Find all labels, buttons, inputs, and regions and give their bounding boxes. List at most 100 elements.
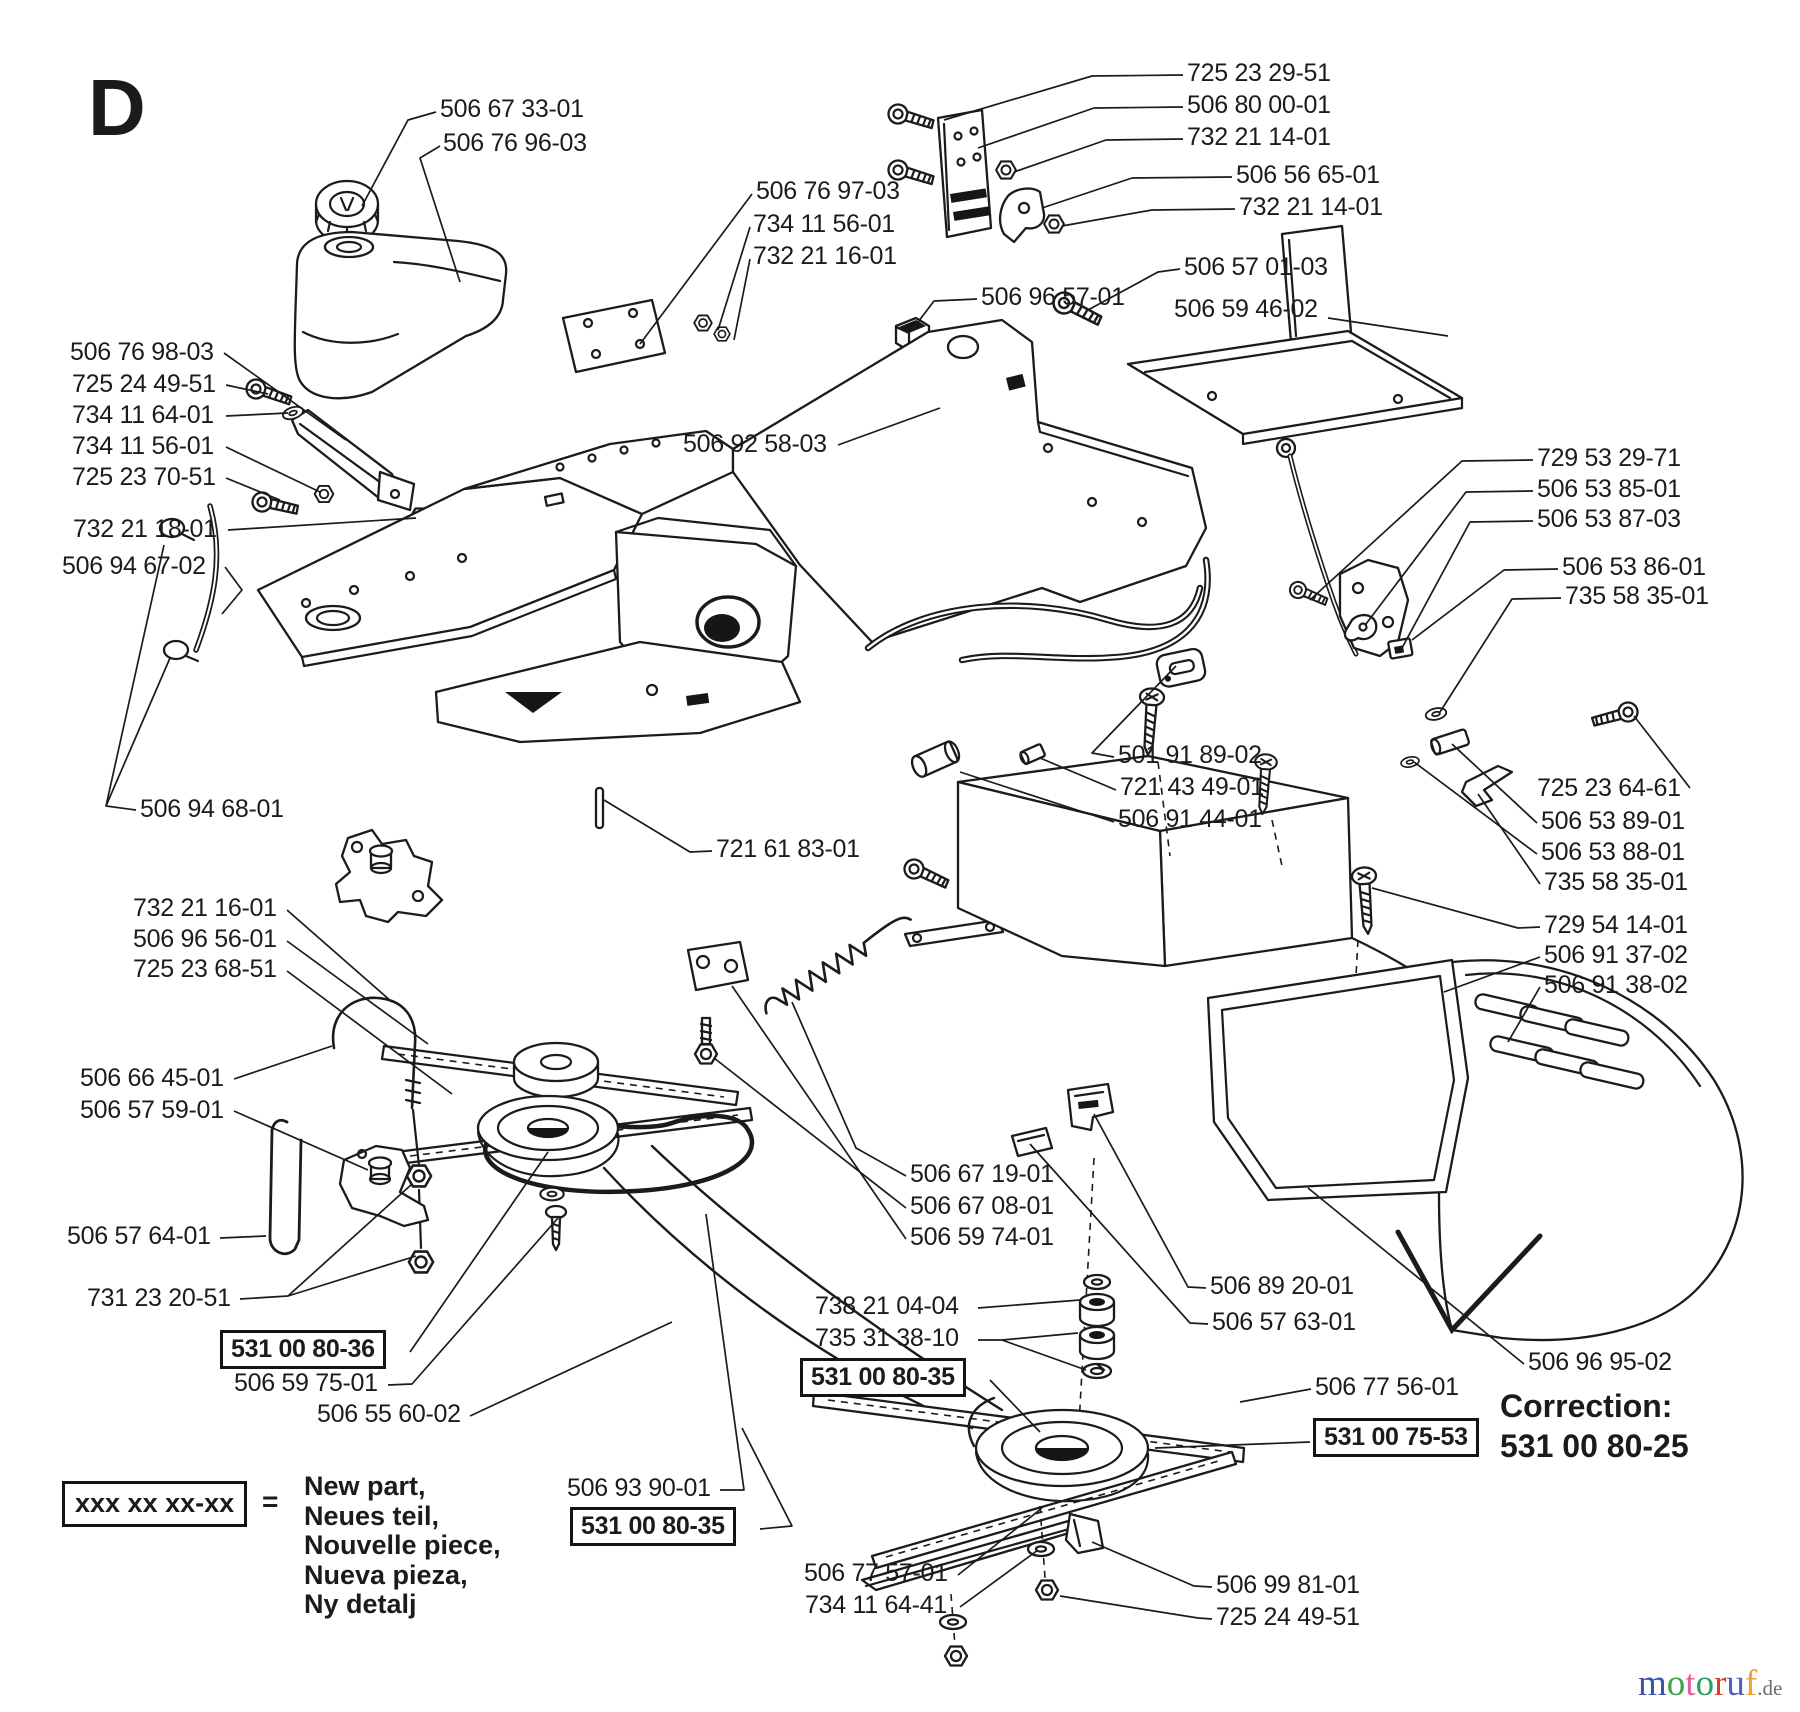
part-label: 721 43 49-01 [1120,773,1264,801]
watermark-letter: r [1714,1663,1727,1704]
part-label: 506 59 74-01 [910,1223,1054,1251]
legend-line: Nouvelle piece, [304,1530,501,1560]
part-label: 506 67 19-01 [910,1160,1054,1188]
control-rod-linkage [1275,437,1642,808]
fuel-tank [293,179,508,400]
part-label: 506 53 87-03 [1537,505,1681,533]
part-label: 721 61 83-01 [716,835,860,863]
part-label: 506 53 85-01 [1537,475,1681,503]
part-label: 506 91 44-01 [1118,805,1262,833]
part-label: 531 00 75-53 [1313,1418,1479,1458]
upper-right-bracket [885,101,1065,244]
watermark-letter: o [1695,1663,1715,1704]
legend-line: Ny detalj [304,1589,417,1619]
part-label: 734 11 56-01 [72,432,214,460]
part-label: 506 55 60-02 [317,1400,461,1428]
lower-pulley-assembly [811,1390,1246,1570]
part-label: 506 77 56-01 [1315,1373,1459,1401]
part-label: 732 21 18-01 [73,515,217,543]
correction-part-number: 531 00 80-25 [1500,1428,1689,1464]
blade-bar-bracket [860,1505,1105,1667]
chassis-frame [256,318,1211,924]
part-label: 506 80 00-01 [1187,91,1331,119]
part-label: 506 66 45-01 [80,1064,224,1092]
part-label: 506 76 98-03 [70,338,214,366]
watermark-letter: f [1744,1663,1758,1704]
part-label: 506 94 68-01 [140,795,284,823]
center-small-parts [594,647,1207,1065]
bearing-stack [1077,1157,1116,1443]
part-label: 506 89 20-01 [1210,1272,1354,1300]
part-label: 506 91 37-02 [1544,941,1688,969]
part-label: 725 23 29-51 [1187,59,1331,87]
part-label: 734 11 64-41 [805,1591,947,1619]
watermark-letter: u [1726,1663,1745,1704]
top-bracket [561,298,731,374]
part-label: 506 57 59-01 [80,1096,224,1124]
legend-text: New part, Neues teil, Nouvelle piece, Nu… [304,1471,501,1620]
part-label: 725 24 49-51 [72,370,216,398]
part-label: 734 11 64-01 [72,401,214,429]
legend-equals: = [262,1486,279,1517]
part-label: 734 11 56-01 [753,210,895,238]
part-label: 735 31 38-10 [815,1324,959,1352]
part-label: 738 21 04-04 [815,1292,959,1320]
part-label: 506 56 65-01 [1236,161,1380,189]
part-label: 506 57 01-03 [1184,253,1328,281]
watermark-letter: t [1685,1663,1696,1704]
part-label: 506 59 46-02 [1174,295,1318,323]
part-label: 531 00 80-35 [570,1507,736,1547]
part-label: 506 77 57-01 [804,1559,948,1587]
part-label: 506 53 88-01 [1541,838,1685,866]
part-label: 732 21 16-01 [753,242,897,270]
watermark-letter: o [1666,1663,1686,1704]
part-label: 735 58 35-01 [1544,868,1688,896]
part-label: 725 23 64-61 [1537,774,1681,802]
engine-covers [1206,958,1744,1342]
part-label: 506 96 56-01 [133,925,277,953]
part-label: 725 24 49-51 [1216,1603,1360,1631]
part-label: 506 92 58-03 [683,430,827,458]
part-label: 506 53 89-01 [1541,807,1685,835]
part-label: 732 21 14-01 [1187,123,1331,151]
part-label: 506 67 08-01 [910,1192,1054,1220]
tank-bracket-fasteners [243,376,434,529]
sheet-letter: D [88,63,146,152]
watermark-suffix: .de [1757,1676,1783,1700]
part-label: 732 21 14-01 [1239,193,1383,221]
legend-line: Nueva pieza, [304,1559,468,1590]
leader-lines [105,74,1691,1620]
part-label: 506 96 95-02 [1528,1348,1672,1376]
part-label: 506 96 57-01 [981,283,1125,311]
part-label: 531 00 80-35 [800,1358,966,1398]
part-label: 501 91 89-02 [1118,741,1262,769]
part-label: 506 53 86-01 [1562,553,1706,581]
legend-line: Neues teil, [304,1500,440,1531]
part-label: 506 99 81-01 [1216,1571,1360,1599]
part-label: 732 21 16-01 [133,894,277,922]
cable-and-clips [158,503,220,663]
watermark: motoruf.de [1638,1662,1782,1705]
part-label: 506 94 67-02 [62,552,206,580]
part-label: 531 00 80-36 [220,1330,386,1370]
part-label: 729 53 29-71 [1537,444,1681,472]
part-label: 735 58 35-01 [1565,582,1709,610]
part-label: 506 93 90-01 [567,1474,711,1502]
legend-new-part-box: xxx xx xx-xx [62,1481,248,1527]
part-label: 506 67 33-01 [440,95,584,123]
part-label: 506 76 97-03 [756,177,900,205]
part-label: 725 23 70-51 [72,463,216,491]
part-label: 729 54 14-01 [1544,911,1688,939]
part-label: 506 57 63-01 [1212,1308,1356,1336]
part-label: 725 23 68-51 [133,955,277,983]
upper-pulley-assembly [268,996,1004,1430]
part-label: 506 57 64-01 [67,1222,211,1250]
legend-line: New part, [304,1471,426,1501]
part-label: 506 76 96-03 [443,129,587,157]
belt-cover [956,754,1444,995]
support-plate [1048,224,1464,446]
latch-clips [1010,1082,1115,1158]
part-label: 506 59 75-01 [234,1369,378,1397]
